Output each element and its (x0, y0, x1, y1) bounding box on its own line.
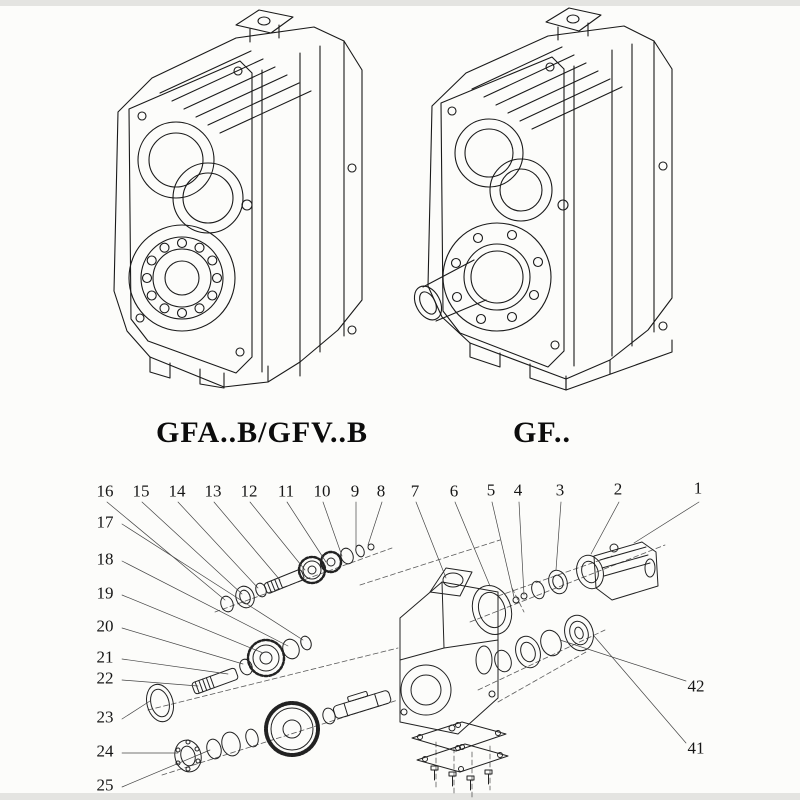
bottom-cover-plates (411, 721, 509, 791)
left-gearbox-drawing (113, 9, 363, 389)
part-callout-14: 14 (168, 481, 186, 501)
part-callout-1: 1 (693, 478, 703, 498)
page-top-edge (0, 0, 800, 6)
part-callout-41: 41 (687, 738, 705, 758)
part-callout-17: 17 (96, 512, 114, 532)
part-callout-16: 16 (96, 481, 114, 501)
part-callout-24: 24 (96, 741, 114, 761)
intermediate-shaft-parts (146, 635, 312, 723)
cover-bearing-parts (494, 614, 594, 673)
part-callout-15: 15 (132, 481, 150, 501)
part-callout-19: 19 (96, 583, 114, 603)
part-callout-18: 18 (96, 549, 114, 569)
part-callout-3: 3 (555, 480, 565, 500)
part-callout-4: 4 (513, 480, 523, 500)
part-callout-25: 25 (96, 775, 114, 795)
part-callout-9: 9 (350, 481, 360, 501)
part-callout-20: 20 (96, 616, 114, 636)
part-callout-13: 13 (204, 481, 222, 501)
part-callout-2: 2 (613, 479, 623, 499)
leader-lines (106, 501, 700, 788)
part-callout-11: 11 (277, 481, 295, 501)
part-callout-6: 6 (449, 481, 459, 501)
part-callout-8: 8 (376, 481, 386, 501)
part-callout-23: 23 (96, 707, 114, 727)
part-callout-10: 10 (313, 481, 331, 501)
part-callout-5: 5 (486, 480, 496, 500)
input-shaft-parts (220, 543, 375, 613)
left-model-label: GFA..B/GFV..B (156, 416, 368, 449)
page-bottom-edge (0, 793, 800, 800)
part-callout-7: 7 (410, 481, 420, 501)
part-callout-42: 42 (687, 676, 705, 696)
housing-body (399, 567, 499, 735)
part-callout-21: 21 (96, 647, 114, 667)
right-gearbox-drawing (413, 7, 673, 391)
right-model-label: GF.. (513, 416, 571, 449)
part-callout-22: 22 (96, 668, 114, 688)
part-callout-12: 12 (240, 481, 258, 501)
input-flange-parts (471, 541, 659, 635)
exploded-view-drawing (106, 501, 700, 799)
